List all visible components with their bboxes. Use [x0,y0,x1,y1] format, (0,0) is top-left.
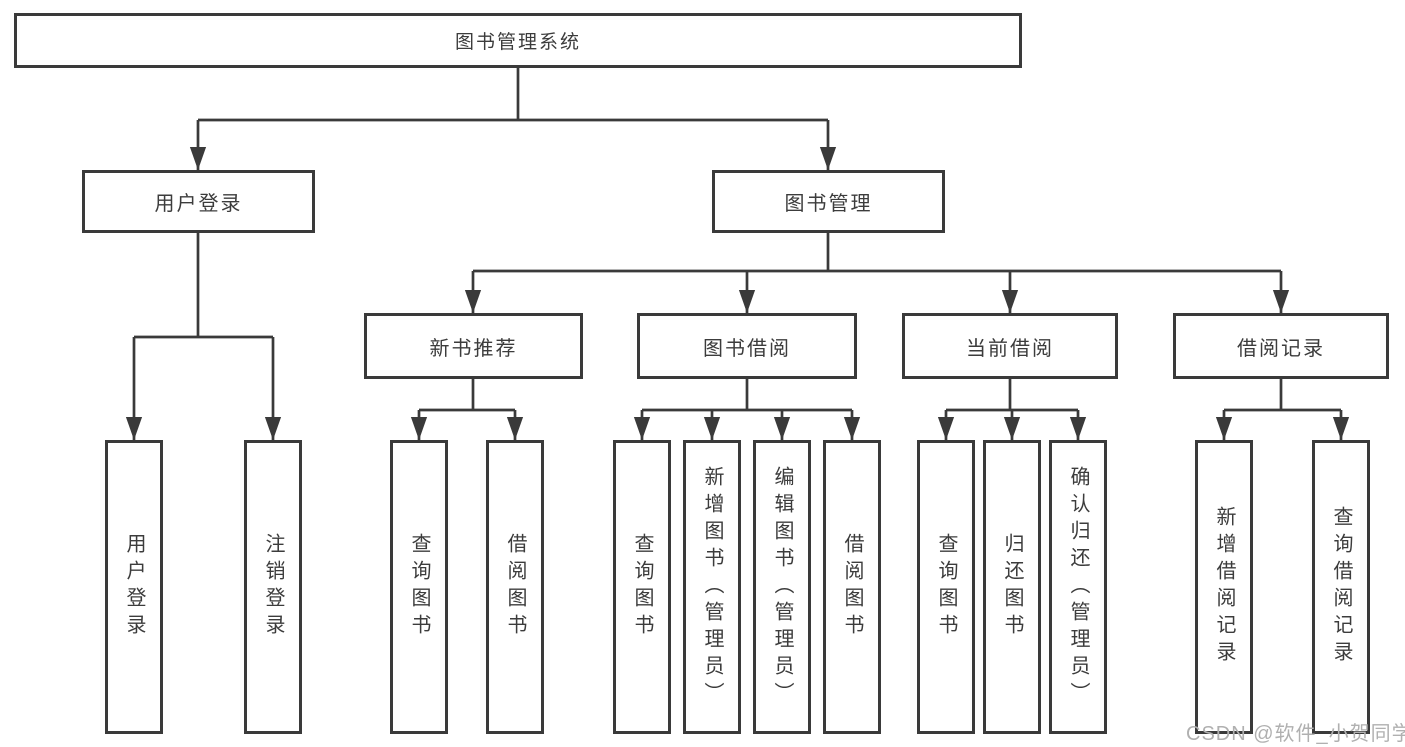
node-book-borrowing: 图书借阅 [637,313,857,379]
node-new-book-recommend: 新书推荐 [364,313,583,379]
leaf-confirm-return-admin: 确认归还（管理员） [1049,440,1107,734]
leaf-user-login: 用户登录 [105,440,163,734]
leaf-return-book: 归还图书 [983,440,1041,734]
node-borrowing-records: 借阅记录 [1173,313,1389,379]
leaf-borrow-book: 借阅图书 [823,440,881,734]
leaf-add-book-admin: 新增图书（管理员） [683,440,741,734]
leaf-borrow-book-recommend: 借阅图书 [486,440,544,734]
leaf-query-book-recommend: 查询图书 [390,440,448,734]
leaf-edit-book-admin: 编辑图书（管理员） [753,440,811,734]
node-user-login: 用户登录 [82,170,315,233]
leaf-query-borrow-record: 查询借阅记录 [1312,440,1370,734]
leaf-logout: 注销登录 [244,440,302,734]
node-current-borrowing: 当前借阅 [902,313,1118,379]
leaf-query-book-borrowing: 查询图书 [613,440,671,734]
csdn-watermark: CSDN @软件_小贺同学 [1186,723,1405,745]
node-library-management-system: 图书管理系统 [14,13,1022,68]
leaf-add-borrow-record: 新增借阅记录 [1195,440,1253,734]
leaf-query-book-current: 查询图书 [917,440,975,734]
node-book-management: 图书管理 [712,170,945,233]
